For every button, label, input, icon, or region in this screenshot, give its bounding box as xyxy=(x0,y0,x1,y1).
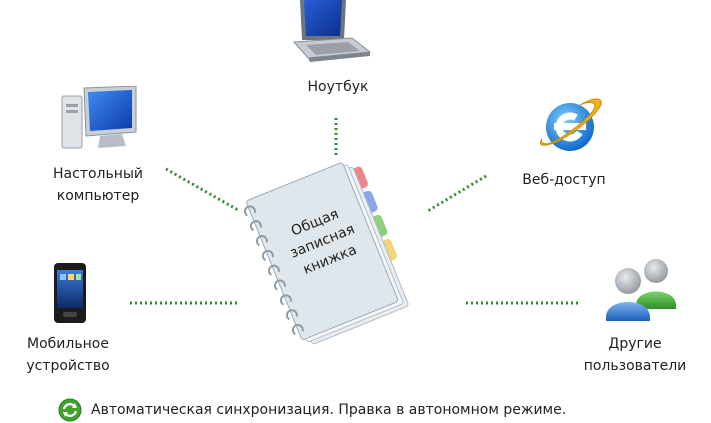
connector-web xyxy=(425,174,487,214)
users-label-line1: Другие xyxy=(608,336,662,352)
mobile-label-line1: Мобильное xyxy=(27,336,109,352)
internet-explorer-icon xyxy=(539,98,602,151)
desktop-label-line2: компьютер xyxy=(56,188,140,204)
laptop-label: Ноутбук xyxy=(307,79,369,95)
smartphone-icon xyxy=(54,263,86,323)
users-label-line2: пользователи xyxy=(583,358,687,374)
users-icon xyxy=(606,259,676,321)
desktop-label-line1: Настольный xyxy=(52,166,144,182)
connector-desktop xyxy=(165,167,239,212)
web-label: Веб-доступ xyxy=(522,172,606,188)
desktop-computer-icon xyxy=(61,86,137,149)
footer: Автоматическая синхронизация. Правка в а… xyxy=(57,398,566,422)
laptop-icon xyxy=(292,0,372,62)
footer-text: Автоматическая синхронизация. Правка в а… xyxy=(91,402,567,418)
mobile-label-line2: устройство xyxy=(26,358,110,374)
sync-icon xyxy=(58,398,82,422)
notebook-icon: Общая записная книжка xyxy=(243,162,409,345)
